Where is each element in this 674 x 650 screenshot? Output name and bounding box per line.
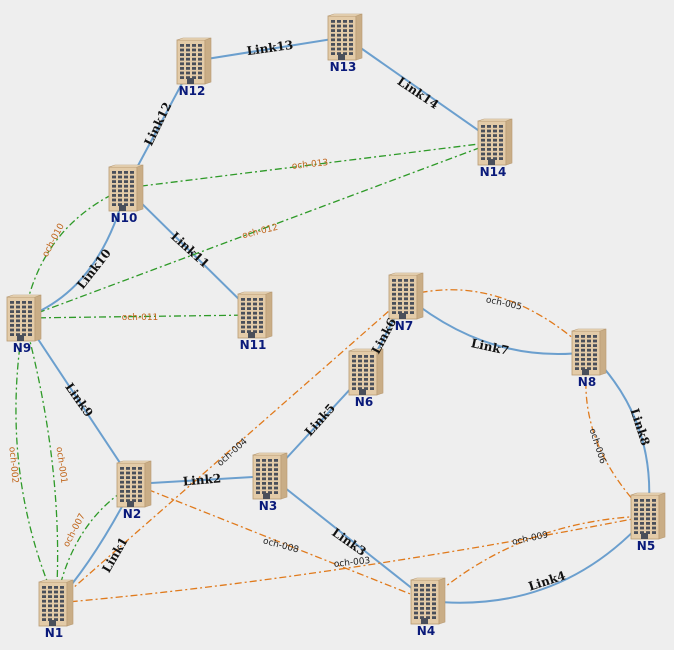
node-n6[interactable]: N6 bbox=[348, 348, 384, 409]
building-icon bbox=[630, 492, 666, 540]
och-line-och-001[interactable] bbox=[23, 317, 59, 604]
link-line-link3[interactable] bbox=[269, 475, 429, 602]
building-icon bbox=[252, 452, 288, 500]
node-n3[interactable]: N3 bbox=[252, 452, 288, 513]
och-label-och-002: och-002 bbox=[6, 446, 19, 483]
building-icon bbox=[38, 579, 74, 627]
och-label-och-013: och-013 bbox=[291, 158, 328, 172]
building-icon bbox=[237, 291, 273, 339]
och-line-och-009[interactable] bbox=[427, 515, 649, 602]
node-label-n14: N14 bbox=[480, 165, 507, 179]
node-label-n8: N8 bbox=[578, 375, 596, 389]
node-n13[interactable]: N13 bbox=[327, 13, 363, 74]
building-icon bbox=[477, 118, 513, 166]
node-label-n5: N5 bbox=[637, 539, 655, 553]
node-n2[interactable]: N2 bbox=[116, 460, 152, 521]
och-line-och-004[interactable] bbox=[55, 295, 407, 604]
node-n5[interactable]: N5 bbox=[630, 492, 666, 553]
building-icon bbox=[571, 328, 607, 376]
node-label-n2: N2 bbox=[123, 507, 141, 521]
och-label-group: och-011 bbox=[122, 313, 159, 323]
node-label-n13: N13 bbox=[330, 60, 357, 74]
och-label-och-011: och-011 bbox=[122, 313, 159, 323]
och-line-och-012[interactable] bbox=[23, 141, 496, 319]
node-n10[interactable]: N10 bbox=[108, 164, 144, 225]
node-n11[interactable]: N11 bbox=[237, 291, 273, 352]
node-n1[interactable]: N1 bbox=[38, 579, 74, 640]
node-n12[interactable]: N12 bbox=[176, 37, 212, 98]
building-icon bbox=[388, 272, 424, 320]
och-line-och-013[interactable] bbox=[125, 141, 496, 189]
link-line-link9[interactable] bbox=[23, 317, 135, 485]
och-label-group: och-002 bbox=[6, 446, 19, 483]
link-label-group: Link2 bbox=[182, 471, 221, 488]
och-line-och-011[interactable] bbox=[23, 314, 256, 319]
building-icon bbox=[176, 37, 212, 85]
link-line-link13[interactable] bbox=[193, 36, 346, 62]
och-label-och-003: och-003 bbox=[333, 556, 370, 570]
node-n9[interactable]: N9 bbox=[6, 294, 42, 355]
link-line-link4[interactable] bbox=[427, 515, 649, 604]
och-line-och-005[interactable] bbox=[405, 289, 590, 353]
och-label-group: och-003 bbox=[333, 556, 370, 570]
building-icon bbox=[410, 577, 446, 625]
och-label-group: och-013 bbox=[291, 158, 328, 172]
node-n14[interactable]: N14 bbox=[477, 118, 513, 179]
node-n7[interactable]: N7 bbox=[388, 272, 424, 333]
building-icon bbox=[108, 164, 144, 212]
link-line-link7[interactable] bbox=[405, 295, 590, 356]
building-icon bbox=[6, 294, 42, 342]
building-icon bbox=[116, 460, 152, 508]
building-icon bbox=[348, 348, 384, 396]
node-label-n1: N1 bbox=[45, 626, 63, 640]
link-line-link14[interactable] bbox=[344, 36, 496, 143]
link-label-link13: Link13 bbox=[246, 38, 294, 58]
node-label-n6: N6 bbox=[355, 395, 373, 409]
link-line-link2[interactable] bbox=[133, 475, 271, 485]
node-label-n3: N3 bbox=[259, 499, 277, 513]
node-label-n10: N10 bbox=[111, 211, 138, 225]
link-line-link11[interactable] bbox=[125, 187, 256, 316]
link-label-link2: Link2 bbox=[182, 471, 221, 488]
building-icon bbox=[327, 13, 363, 61]
node-n8[interactable]: N8 bbox=[571, 328, 607, 389]
node-label-n9: N9 bbox=[13, 341, 31, 355]
node-label-n4: N4 bbox=[417, 624, 435, 638]
node-n4[interactable]: N4 bbox=[410, 577, 446, 638]
link-label-group: Link13 bbox=[246, 38, 294, 58]
node-label-n7: N7 bbox=[395, 319, 413, 333]
och-line-och-003[interactable] bbox=[55, 515, 649, 604]
node-label-n11: N11 bbox=[240, 338, 267, 352]
node-label-n12: N12 bbox=[179, 84, 206, 98]
